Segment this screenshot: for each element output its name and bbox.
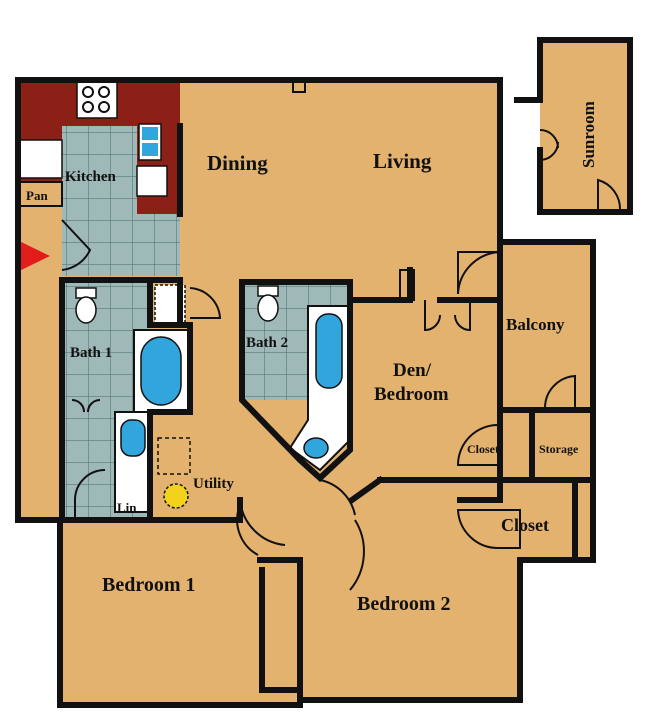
pantry	[17, 181, 63, 207]
door-swing	[456, 423, 499, 466]
door-swing	[456, 509, 521, 550]
bath2-label: Bath 2	[246, 335, 288, 351]
interior-wall	[239, 279, 353, 483]
living-label: Living	[373, 149, 432, 173]
column	[292, 81, 306, 93]
sunroom-floor	[540, 40, 630, 212]
door-swing	[236, 504, 259, 556]
column	[399, 269, 415, 301]
dining-label: Dining	[207, 151, 268, 175]
cabinet-front	[17, 139, 63, 179]
sunroom-label: Sunroom	[579, 101, 598, 168]
closet-large-label: Closet	[501, 515, 549, 535]
dishwasher	[136, 165, 168, 197]
door-swing	[543, 374, 576, 409]
entry-arrow-icon	[17, 240, 50, 272]
interior-wall	[259, 567, 303, 693]
water-heater-icon	[163, 483, 189, 509]
bathtub-icon	[288, 305, 351, 472]
door-swing	[74, 469, 106, 520]
door-swing	[239, 499, 286, 546]
door-swing	[71, 399, 101, 413]
linen-label: Lin	[117, 500, 137, 515]
interior-wall	[347, 475, 385, 505]
toilet-icon	[75, 287, 97, 324]
washer-dryer	[157, 437, 191, 475]
bedroom2-label: Bedroom 2	[357, 593, 451, 615]
sink-icon	[138, 123, 162, 161]
door-swing	[457, 251, 501, 295]
utility-label: Utility	[193, 476, 234, 492]
door-swing	[539, 129, 559, 161]
bath1-label: Bath 1	[70, 345, 112, 361]
interior-wall	[239, 279, 413, 303]
door-swing	[349, 519, 365, 591]
storage-label: Storage	[539, 442, 579, 456]
door-swing	[597, 178, 622, 211]
bedroom1-label: Bedroom 1	[102, 574, 196, 596]
kitchen-label: Kitchen	[65, 169, 116, 185]
toilet-icon	[257, 285, 279, 322]
stove-icon	[76, 81, 118, 119]
door-swing	[189, 287, 222, 319]
den-label: Den/	[393, 360, 432, 381]
interior-wall	[257, 557, 303, 703]
sunroom-wall	[537, 37, 633, 215]
interior-wall	[377, 477, 503, 503]
door-swing	[61, 219, 92, 271]
bathtub-icon	[133, 329, 189, 413]
door-swing	[319, 479, 356, 516]
interior-wall	[147, 277, 193, 523]
den-bedroom-label: Bedroom	[374, 384, 449, 405]
pantry-label: Pan	[26, 188, 48, 203]
balcony-label: Balcony	[506, 315, 565, 334]
door-swing	[424, 300, 471, 332]
shower-icon	[114, 411, 152, 513]
closet-label: Closet	[467, 442, 499, 456]
